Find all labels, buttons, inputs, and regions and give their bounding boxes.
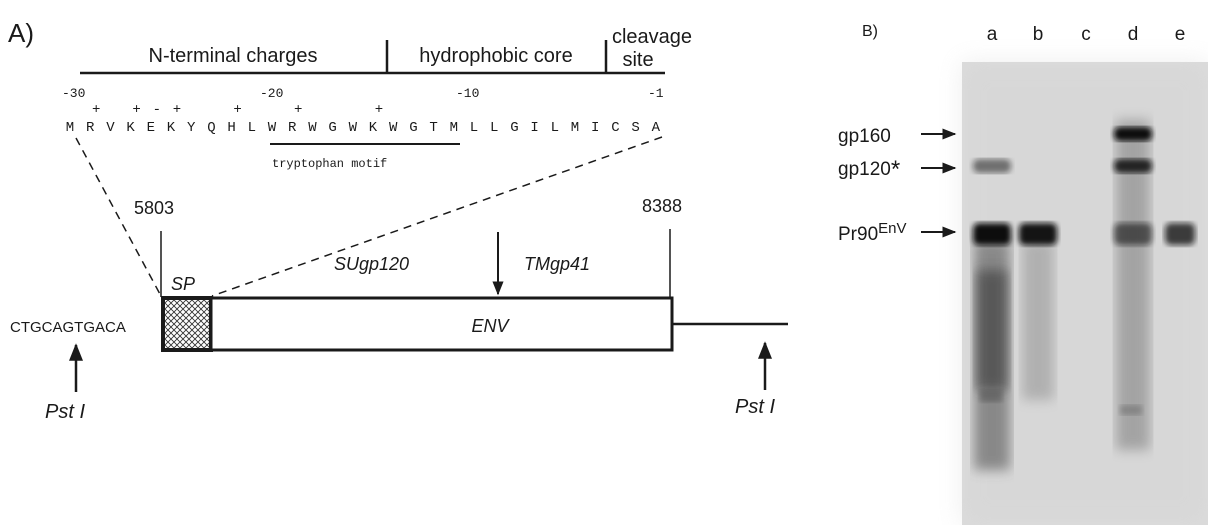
residue: Y [187,120,196,136]
marker-gp120: gp120* [838,156,900,183]
residue: A [652,120,661,136]
band-lane-d-2 [1114,223,1152,245]
residue: T [429,120,437,136]
residue: W [268,120,277,136]
residue: M [450,120,458,136]
env-box [209,296,674,352]
residue: K [126,120,135,136]
lane-d-minor-band [1120,405,1142,415]
coord-end: 8388 [642,196,682,216]
residue: I [530,120,538,136]
env-gene-construct: CTGCAGTGACA SP ENV SUgp120 TMgp41 [10,232,788,352]
lane-a-minor-band [980,390,1002,402]
band-lane-d-1 [1114,159,1152,173]
position-minus-30: -30 [62,86,85,101]
lane-a-smear-core [976,270,1008,390]
coord-start: 5803 [134,198,174,218]
lane-label-d: d [1128,24,1139,45]
band-lane-d-0 [1114,127,1152,141]
residue: M [66,120,74,136]
residue-positions: -30 -20 -10 -1 [62,86,664,101]
residue: R [86,120,95,136]
residue: L [470,120,478,136]
tm-gp41-label: TMgp41 [524,254,590,274]
residue-charge: + [294,102,302,118]
band-lane-e-2 [1165,223,1195,245]
residue: C [611,120,619,136]
residue-charge: + [92,102,100,118]
gel-bands [973,127,1195,245]
lane-d-smear [1116,120,1150,450]
panel-b: B) a b c d e gp160 gp120* Pr90EnV [838,23,1208,525]
position-minus-1: -1 [648,86,664,101]
residue: M [571,120,579,136]
residue: L [490,120,498,136]
region-cleavage-line2: site [622,49,653,71]
residue-charge: + [233,102,241,118]
residue: L [248,120,256,136]
marker-pr90: Pr90EnV [838,220,907,245]
lane-label-c: c [1081,24,1091,45]
residue: K [369,120,378,136]
charge-row: ++-++++ [92,102,383,118]
region-cleavage-line1: cleavage [612,26,692,48]
lane-labels: a b c d e [987,24,1186,45]
gel-image [962,62,1208,525]
expansion-line-right [211,136,663,297]
lane-label-a: a [987,24,998,45]
lane-label-b: b [1033,24,1044,45]
residue: L [551,120,559,136]
lane-label-e: e [1175,24,1186,45]
residue: G [510,120,518,136]
panel-a-label: A) [8,18,34,48]
marker-gp160: gp160 [838,126,891,147]
residue: I [591,120,599,136]
band-markers: gp160 gp120* Pr90EnV [838,126,957,245]
residue: Q [207,120,215,136]
residue: R [288,120,297,136]
band-lane-b-2 [1019,223,1057,245]
residue: W [389,120,398,136]
residue: K [167,120,176,136]
residue: G [409,120,417,136]
residue-charge: + [132,102,140,118]
lane-b-smear [1022,240,1054,400]
pst-left-label: Pst I [45,401,85,423]
band-lane-a-1 [973,159,1011,173]
region-n-terminal: N-terminal charges [149,45,318,67]
residue-charge: - [153,102,161,118]
signal-peptide-label: SP [171,274,195,294]
residue: V [106,120,115,136]
region-hydrophobic-core: hydrophobic core [419,45,572,67]
band-lane-a-2 [973,223,1011,245]
panel-a: A) N-terminal charges hydrophobic core c… [8,18,788,423]
position-minus-20: -20 [260,86,283,101]
signal-peptide-regions: N-terminal charges hydrophobic core clea… [80,26,692,75]
residue: W [308,120,317,136]
upstream-sequence: CTGCAGTGACA [10,319,126,336]
panel-b-label: B) [862,23,878,40]
pst-right-label: Pst I [735,396,775,418]
su-gp120-label: SUgp120 [334,254,409,274]
residue: H [227,120,235,136]
signal-peptide-box [161,296,213,352]
residue-charge: + [173,102,181,118]
residue: S [631,120,639,136]
residue: W [349,120,358,136]
tryptophan-motif-label: tryptophan motif [272,157,387,171]
expansion-line-left [75,137,162,297]
position-minus-10: -10 [456,86,479,101]
residue: E [147,120,155,136]
residue-charge: + [375,102,383,118]
residue: G [328,120,336,136]
env-label: ENV [471,316,510,336]
